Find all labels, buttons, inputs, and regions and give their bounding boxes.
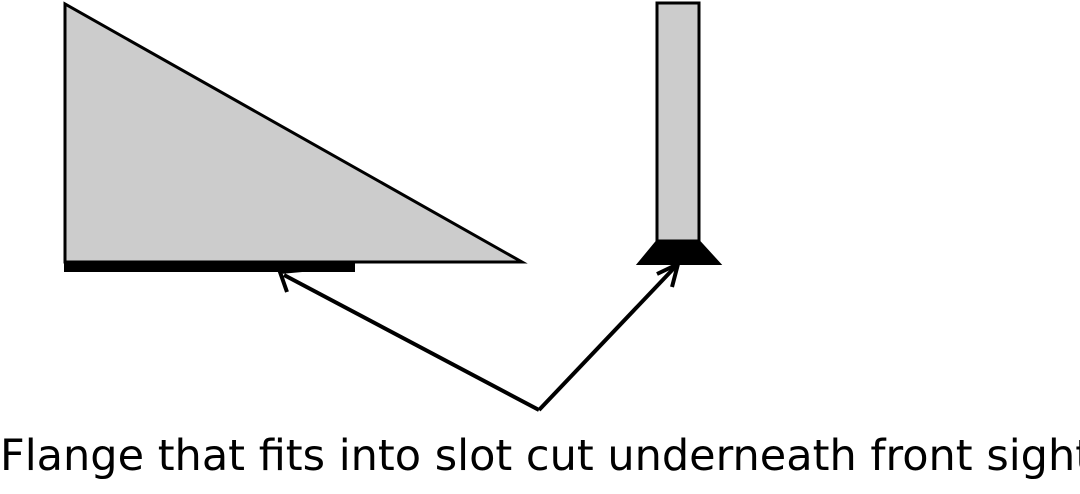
arrow-to-flange xyxy=(283,273,540,412)
arrowhead-left xyxy=(277,268,303,293)
arrowhead-right xyxy=(656,260,682,288)
arrow-to-dovetail xyxy=(537,264,678,412)
flange-strip xyxy=(64,261,355,272)
caption-text: Flange that fits into slot cut underneat… xyxy=(0,431,1080,481)
dovetail-base xyxy=(635,240,723,265)
triangle-part xyxy=(63,1,528,264)
front-sight-post xyxy=(655,1,701,243)
